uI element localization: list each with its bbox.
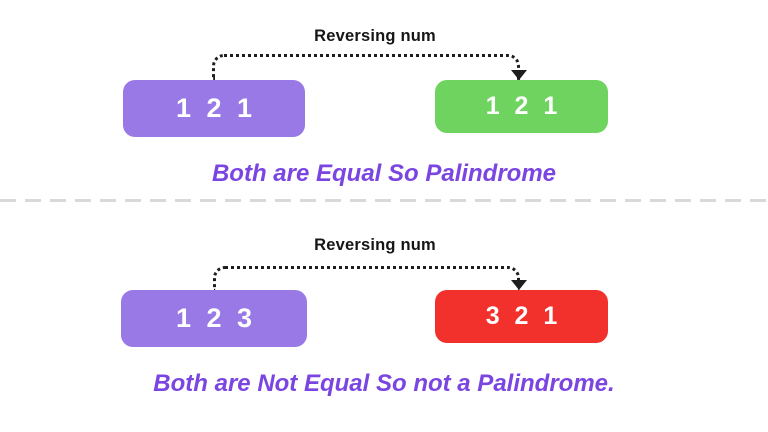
reversing-num-label-top: Reversing num [314,27,436,45]
dotted-elbow-arrow-top [212,54,520,80]
reversed-number-box-321: 3 2 1 [435,290,608,343]
arrow-down-icon [511,70,527,80]
original-number-value: 1 2 1 [175,93,257,123]
arrow-down-icon [511,280,527,290]
reversed-number-value: 1 2 1 [485,92,562,120]
original-number-value: 1 2 3 [175,303,257,333]
reversing-num-label-bottom: Reversing num [314,236,436,254]
dotted-elbow-arrow-bottom [213,266,520,292]
not-palindrome-caption: Both are Not Equal So not a Palindrome. [153,370,615,397]
dashed-divider [0,199,768,202]
reversed-number-box-121: 1 2 1 [435,80,608,133]
original-number-box-123: 1 2 3 [121,290,307,347]
original-number-box-121: 1 2 1 [123,80,305,137]
reversed-number-value: 3 2 1 [485,302,562,330]
palindrome-caption: Both are Equal So Palindrome [211,160,557,187]
